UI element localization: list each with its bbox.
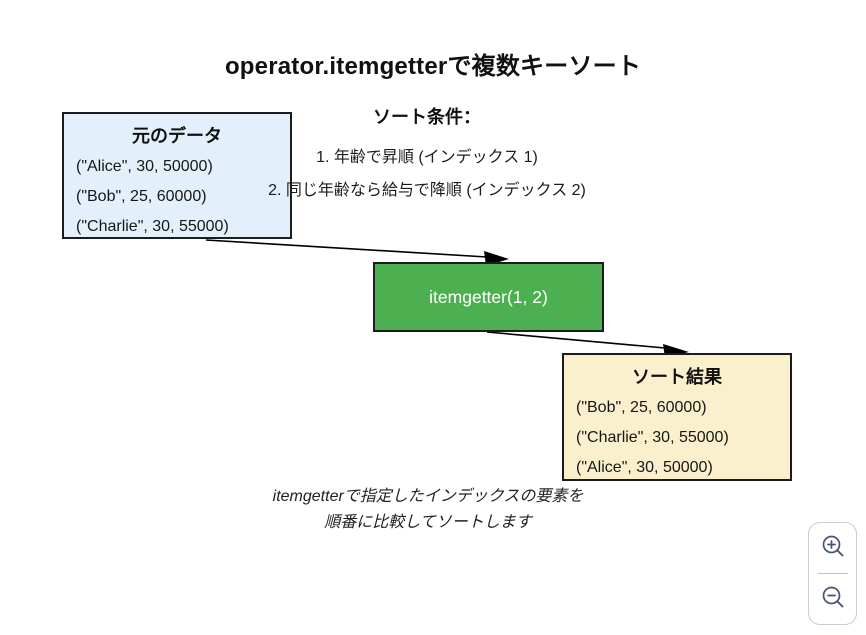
- sort-result-row: ("Alice", 30, 50000): [576, 459, 713, 476]
- zoom-controls: [808, 522, 857, 625]
- diagram-caption: itemgetterで指定したインデックスの要素を 順番に比較してソートします: [128, 484, 728, 536]
- sort-conditions: ソート条件： 1. 年齢で昇順 (インデックス 1) 2. 同じ年齢なら給与で降…: [227, 103, 627, 207]
- itemgetter-box: itemgetter(1, 2): [373, 262, 604, 332]
- caption-line-2: 順番に比較してソートします: [324, 514, 532, 531]
- sort-result-box: ソート結果 ("Bob", 25, 60000) ("Charlie", 30,…: [562, 353, 792, 481]
- zoom-in-button[interactable]: [816, 531, 850, 565]
- source-data-row: ("Bob", 25, 60000): [76, 188, 207, 205]
- source-data-row: ("Charlie", 30, 55000): [76, 218, 229, 235]
- zoom-out-icon: [819, 584, 847, 615]
- sort-condition-item: 1. 年齢で昇順 (インデックス 1): [316, 149, 538, 166]
- sort-result-box-title: ソート結果: [632, 367, 722, 387]
- source-data-row: ("Alice", 30, 50000): [76, 158, 213, 175]
- page-title: operator.itemgetterで複数キーソート: [224, 53, 642, 80]
- caption-line-1: itemgetterで指定したインデックスの要素を: [272, 488, 584, 505]
- itemgetter-box-label: itemgetter(1, 2): [429, 286, 548, 307]
- sort-condition-item: 2. 同じ年齢なら給与で降順 (インデックス 2): [268, 182, 586, 199]
- sort-conditions-heading: ソート条件：: [373, 107, 481, 127]
- zoom-in-icon: [819, 533, 847, 564]
- source-data-box-title: 元のデータ: [132, 126, 222, 146]
- source-data-box: 元のデータ ("Alice", 30, 50000) ("Bob", 25, 6…: [62, 112, 292, 239]
- zoom-out-button[interactable]: [816, 582, 850, 616]
- sort-result-row: ("Bob", 25, 60000): [576, 399, 707, 416]
- zoom-controls-divider: [817, 573, 848, 574]
- arrow-source-to-processor: [205, 239, 488, 258]
- arrow-processor-to-result: [486, 331, 666, 349]
- sort-result-row: ("Charlie", 30, 55000): [576, 429, 729, 446]
